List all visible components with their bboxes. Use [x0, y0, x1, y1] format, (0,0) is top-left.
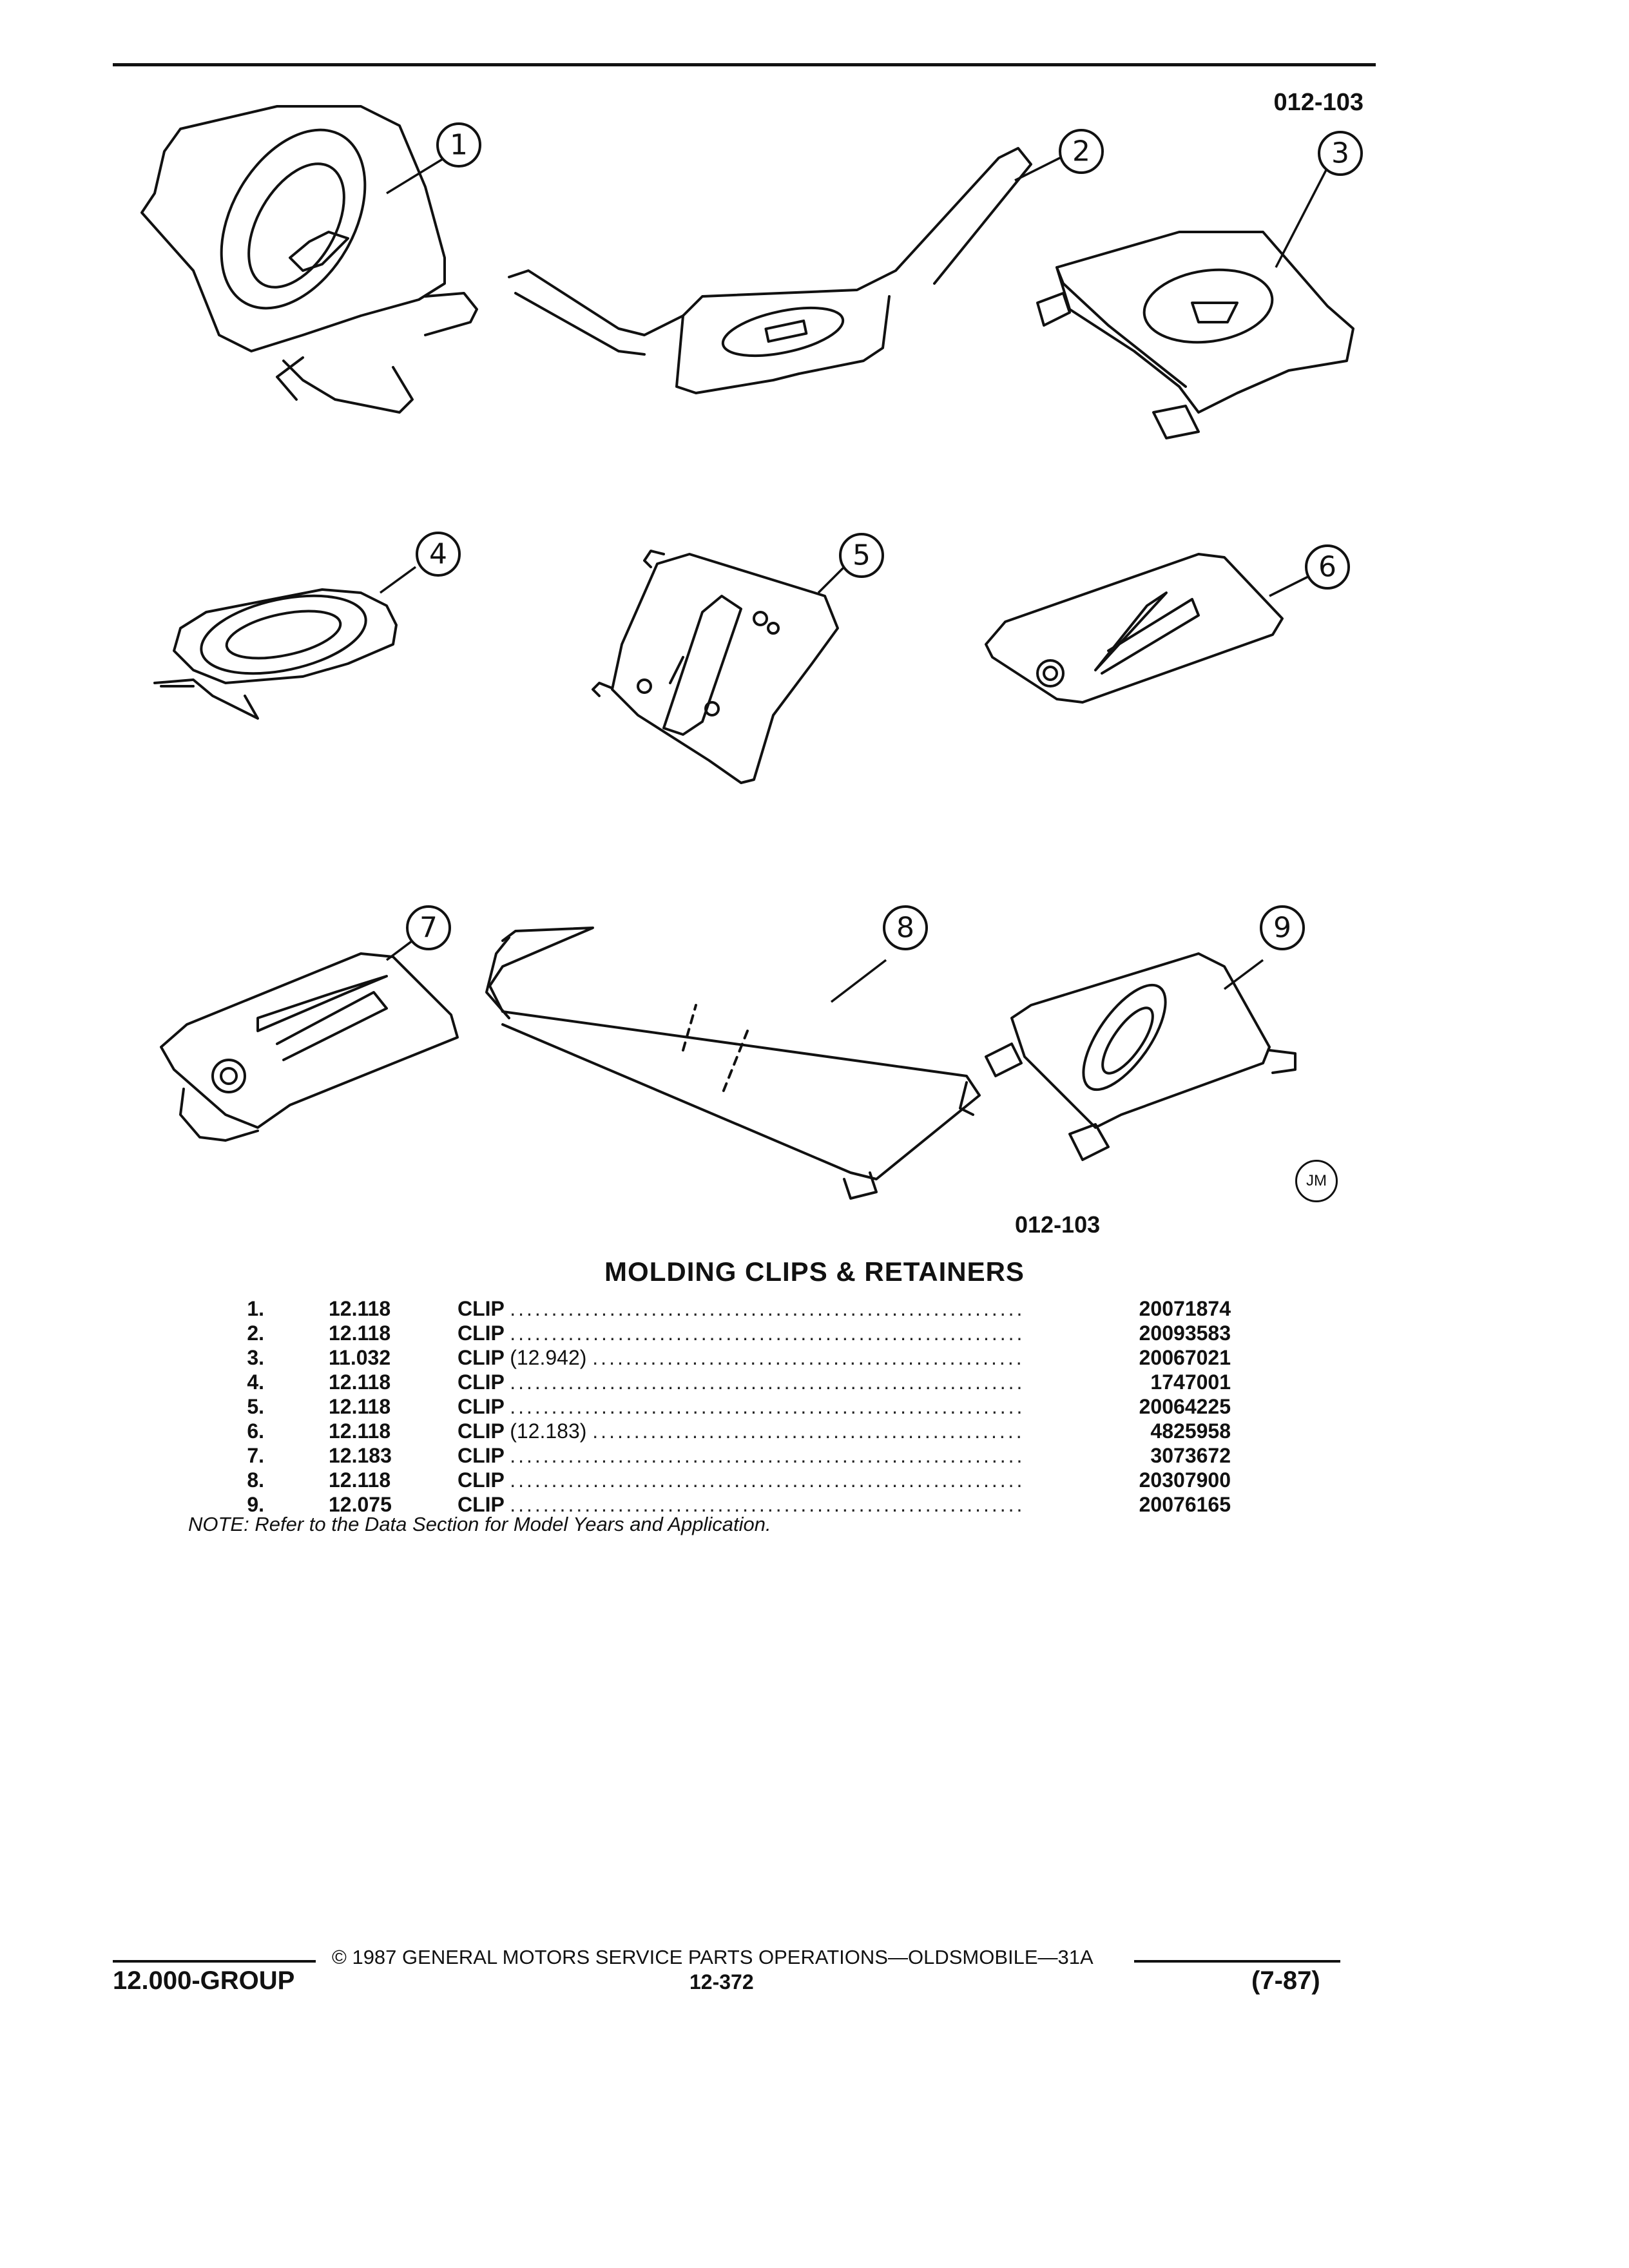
part-description: CLIP (12.942) ..........................…	[458, 1346, 1025, 1369]
part-number: 20307900	[1139, 1468, 1231, 1492]
group-number: 12.118	[329, 1297, 391, 1320]
part-description: CLIP ...................................…	[458, 1395, 1025, 1418]
item-number: 3.	[247, 1346, 264, 1369]
item-number: 5.	[247, 1395, 264, 1418]
part-number: 1747001	[1150, 1370, 1231, 1394]
table-row: 3. 11.032 CLIP (12.942) ................…	[187, 1345, 1231, 1370]
group-number: 12.118	[329, 1468, 391, 1492]
part-description: CLIP ...................................…	[458, 1370, 1025, 1394]
item-number: 8.	[247, 1468, 264, 1492]
callout-1: 1	[436, 122, 481, 168]
table-row: 6. 12.118 CLIP (12.183) ................…	[187, 1419, 1231, 1443]
part-5-clip-drawing	[592, 550, 839, 784]
group-label: 12.000-GROUP	[113, 1966, 295, 1995]
item-number: 7.	[247, 1444, 264, 1467]
part-number: 20093583	[1139, 1321, 1231, 1345]
group-number: 12.075	[329, 1493, 392, 1516]
part-number: 20071874	[1139, 1297, 1231, 1320]
top-rule	[113, 63, 1376, 66]
svg-text:2: 2	[1072, 135, 1090, 168]
item-number: 4.	[247, 1370, 264, 1394]
item-number: 9.	[247, 1493, 264, 1516]
part-number: 4825958	[1150, 1419, 1231, 1443]
parts-illustration: 1 2 3 4 5	[140, 105, 1363, 1200]
part-9-clip-drawing	[985, 952, 1296, 1161]
copyright-line: © 1987 GENERAL MOTORS SERVICE PARTS OPER…	[332, 1946, 1094, 1968]
group-number: 12.183	[329, 1444, 392, 1467]
table-row: 2. 12.118 CLIP .........................…	[187, 1321, 1231, 1345]
svg-text:8: 8	[896, 912, 914, 945]
callout-7: 7	[406, 905, 451, 950]
group-number: 12.118	[329, 1370, 391, 1394]
part-number: 20076165	[1139, 1493, 1231, 1516]
callout-6: 6	[1305, 544, 1350, 590]
part-8-clip-drawing	[485, 927, 981, 1200]
svg-text:1: 1	[450, 129, 468, 162]
item-number: 6.	[247, 1419, 264, 1443]
callout-9: 9	[1260, 905, 1305, 950]
group-number: 12.118	[329, 1419, 391, 1443]
svg-text:6: 6	[1318, 551, 1336, 584]
item-number: 1.	[247, 1297, 264, 1320]
part-description: CLIP ...................................…	[458, 1493, 1025, 1516]
callout-4: 4	[416, 532, 461, 577]
table-row: 9. 12.075 CLIP .........................…	[187, 1492, 1231, 1517]
parts-table: 1. 12.118 CLIP .........................…	[187, 1296, 1231, 1517]
figure-id-bottom: 012-103	[1015, 1211, 1101, 1238]
table-row: 8. 12.118 CLIP .........................…	[187, 1468, 1231, 1492]
part-3-clip-drawing	[1036, 231, 1354, 439]
footer-rule-left	[113, 1960, 316, 1963]
table-row: 4. 12.118 CLIP .........................…	[187, 1370, 1231, 1394]
callout-5: 5	[839, 533, 884, 578]
svg-text:4: 4	[429, 538, 447, 571]
group-number: 11.032	[329, 1346, 391, 1369]
part-description: CLIP ...................................…	[458, 1321, 1025, 1345]
table-row: 1. 12.118 CLIP .........................…	[187, 1296, 1231, 1321]
part-7-clip-drawing	[160, 952, 459, 1142]
svg-text:7: 7	[419, 912, 438, 945]
callout-8: 8	[883, 905, 928, 950]
group-number: 12.118	[329, 1321, 391, 1345]
group-number: 12.118	[329, 1395, 391, 1418]
illustrator-mark: JM	[1295, 1160, 1338, 1202]
footer-rule-right	[1134, 1960, 1340, 1963]
part-1-clip-drawing	[140, 105, 478, 414]
part-description: CLIP ...................................…	[458, 1297, 1025, 1320]
table-row: 5. 12.118 CLIP .........................…	[187, 1394, 1231, 1419]
item-number: 2.	[247, 1321, 264, 1345]
svg-text:9: 9	[1273, 912, 1291, 945]
callout-3: 3	[1318, 131, 1363, 176]
part-2-clip-drawing	[508, 147, 1032, 394]
part-number: 20064225	[1139, 1395, 1231, 1418]
part-description: CLIP ...................................…	[458, 1468, 1025, 1492]
part-description: CLIP ...................................…	[458, 1444, 1025, 1467]
part-4-clip-drawing	[153, 588, 398, 720]
section-title: MOLDING CLIPS & RETAINERS	[604, 1256, 1025, 1287]
part-description: CLIP (12.183) ..........................…	[458, 1419, 1025, 1443]
table-row: 7. 12.183 CLIP .........................…	[187, 1443, 1231, 1468]
part-number: 3073672	[1150, 1444, 1231, 1467]
revision-date: (7-87)	[1251, 1966, 1320, 1995]
svg-text:3: 3	[1331, 137, 1349, 170]
application-note: NOTE: Refer to the Data Section for Mode…	[188, 1513, 771, 1535]
callout-2: 2	[1059, 129, 1104, 174]
svg-text:5: 5	[853, 539, 871, 572]
part-number: 20067021	[1139, 1346, 1231, 1369]
page-number: 12-372	[689, 1970, 754, 1994]
figure-id-top: 012-103	[1273, 89, 1364, 116]
part-6-clip-drawing	[985, 553, 1284, 704]
